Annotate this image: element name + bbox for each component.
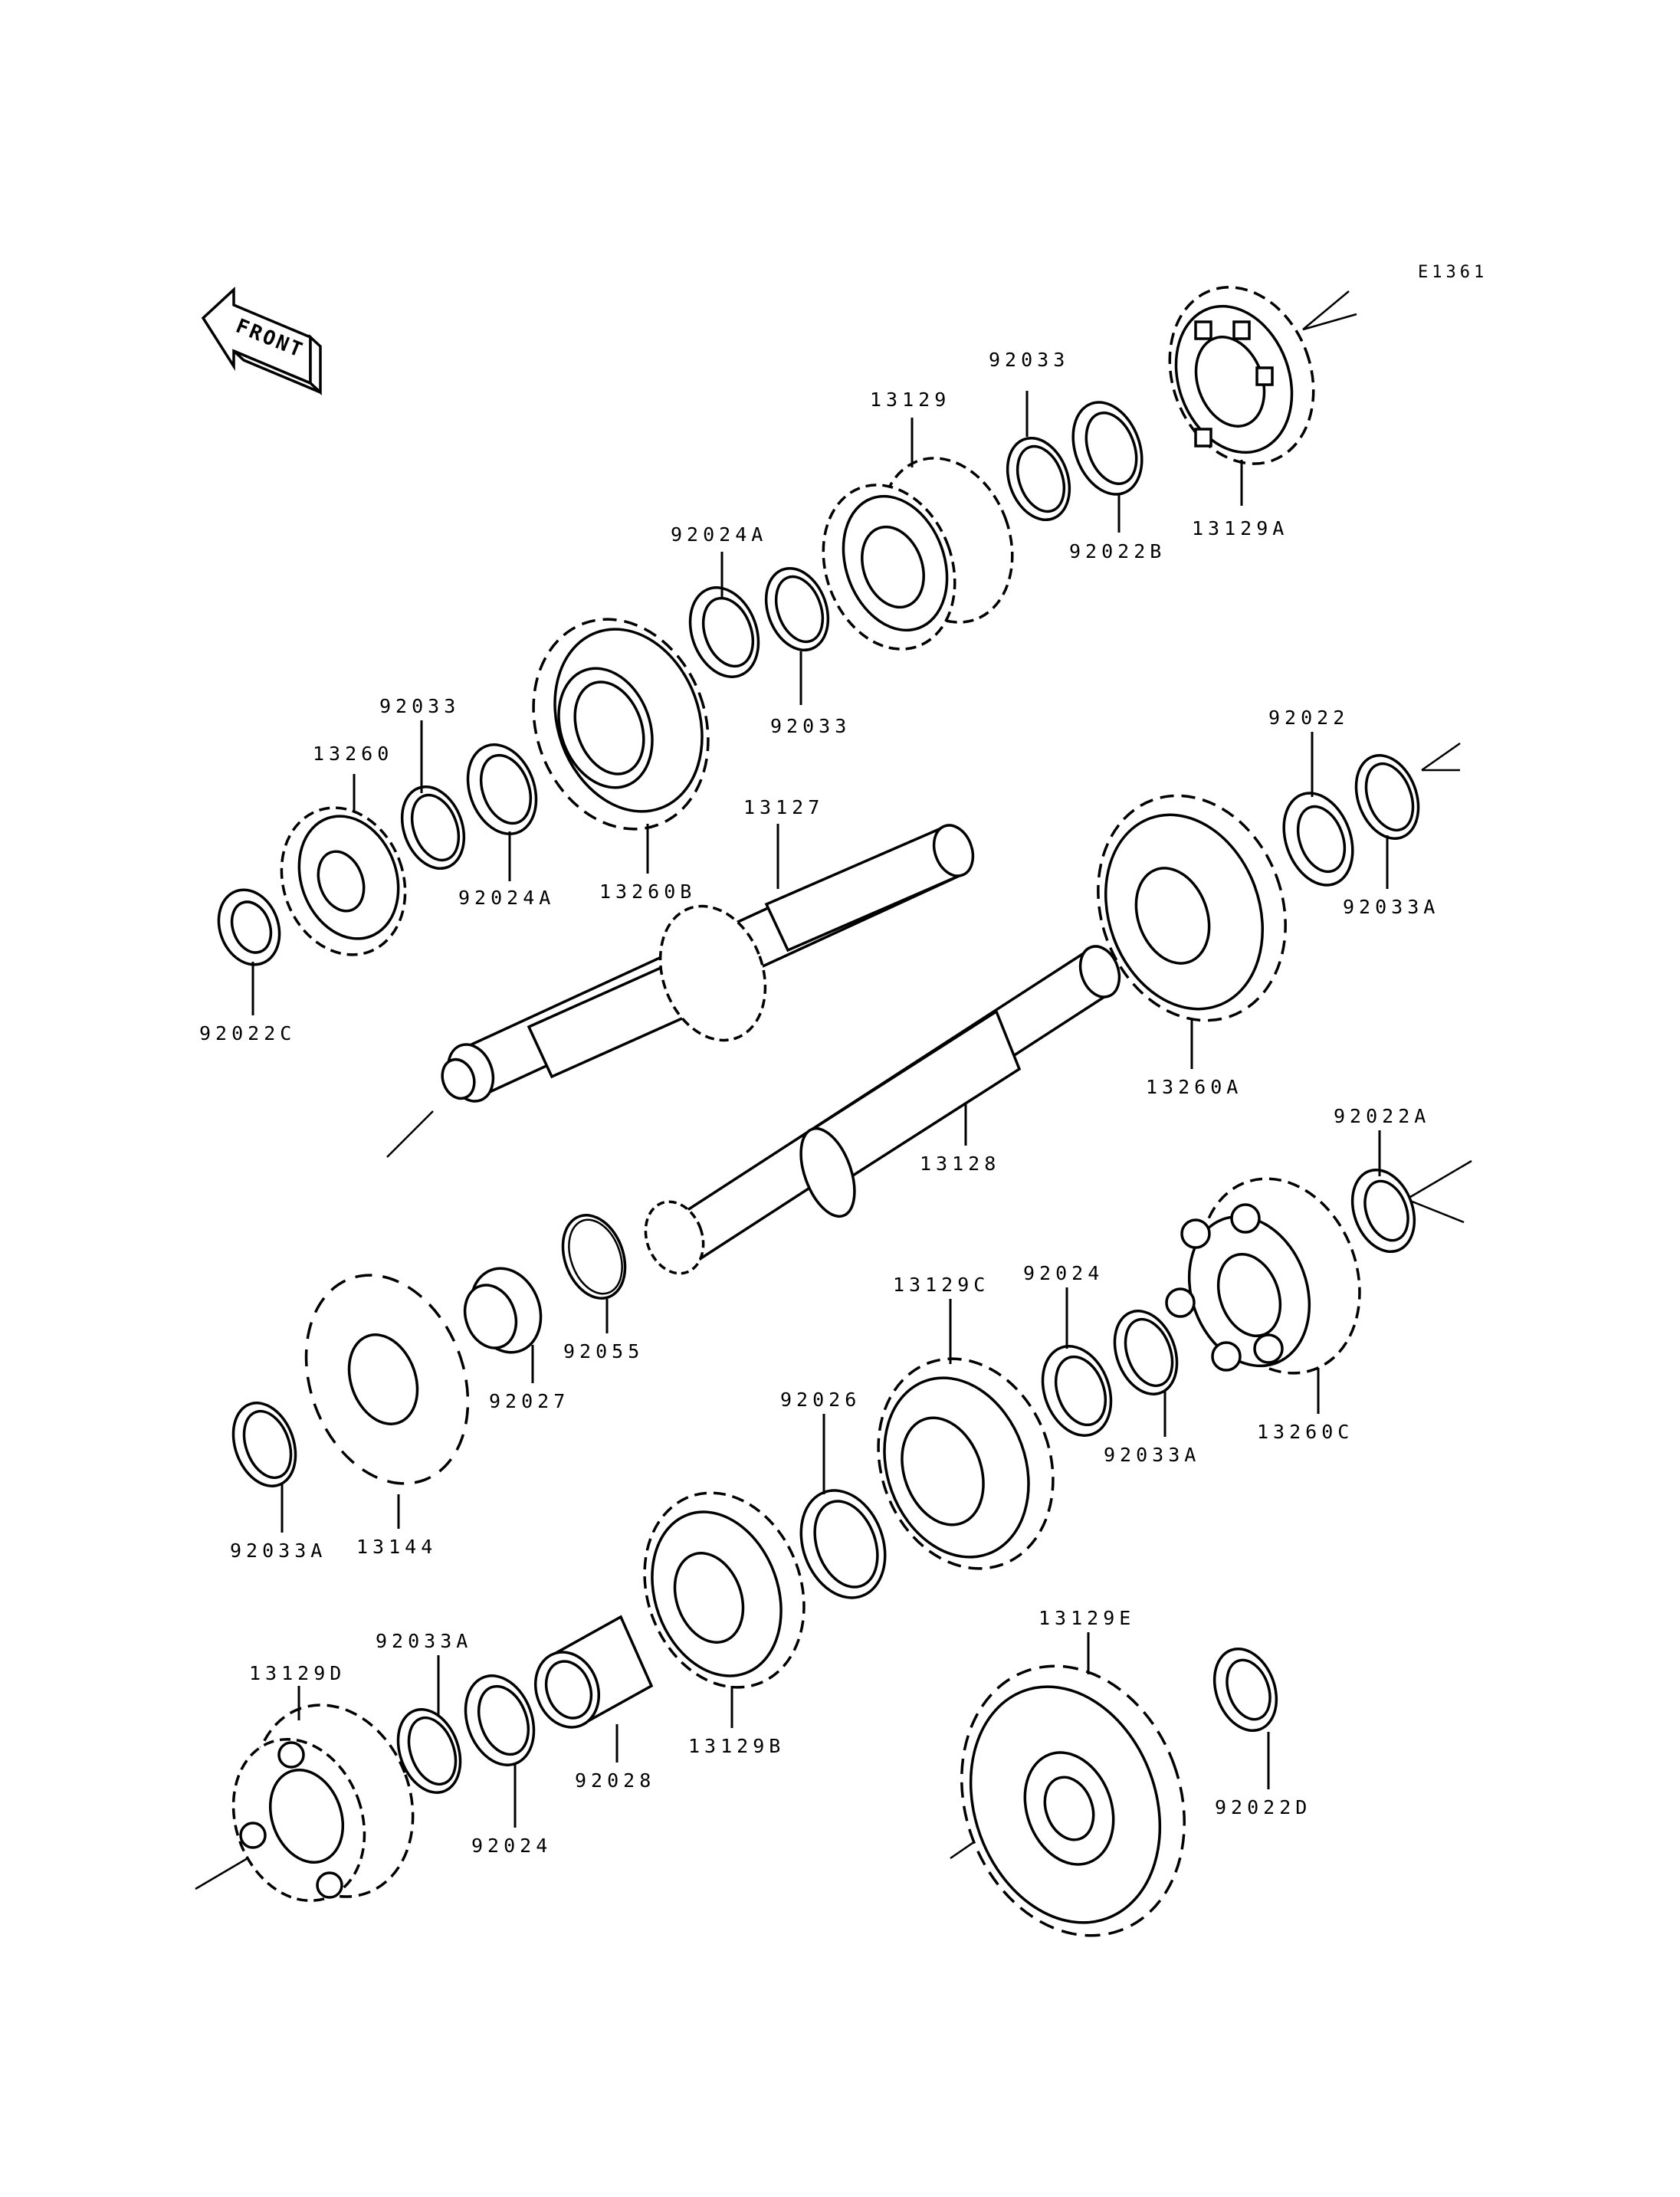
bushing-92028 bbox=[533, 1615, 654, 1729]
label-13129A: 13129A bbox=[1192, 517, 1288, 539]
washer-92024-low bbox=[464, 1674, 536, 1766]
label-13127: 13127 bbox=[743, 796, 824, 818]
washer-92024-mid bbox=[1041, 1345, 1113, 1437]
label-92033-top: 92033 bbox=[989, 349, 1069, 371]
gear-13129D bbox=[231, 1703, 415, 1903]
label-92022: 92022 bbox=[1268, 707, 1349, 729]
gear-13129C bbox=[877, 1357, 1055, 1570]
label-13129D: 13129D bbox=[249, 1662, 346, 1684]
circlip-92033-mid bbox=[764, 566, 830, 652]
label-92024A-left: 92024A bbox=[458, 887, 555, 909]
label-92026: 92026 bbox=[780, 1389, 861, 1411]
shaft-13127 bbox=[441, 824, 975, 1103]
label-13129: 13129 bbox=[870, 389, 950, 411]
label-92022B: 92022B bbox=[1069, 540, 1166, 562]
gear-13260 bbox=[280, 806, 407, 956]
label-92033A-low: 92033A bbox=[376, 1630, 472, 1652]
label-92033-mid: 92033 bbox=[770, 715, 851, 737]
label-13260C: 13260C bbox=[1257, 1421, 1354, 1443]
label-92027: 92027 bbox=[489, 1390, 569, 1412]
label-92033A-right: 92033A bbox=[1343, 896, 1439, 918]
collar-92027 bbox=[463, 1267, 543, 1354]
washer-92024A-left bbox=[466, 743, 538, 835]
gear-13129A bbox=[1168, 286, 1315, 465]
gear-13260B bbox=[532, 618, 710, 831]
label-92024A-top: 92024A bbox=[671, 523, 767, 546]
label-13260B: 13260B bbox=[599, 880, 696, 903]
washer-92022D bbox=[1212, 1647, 1278, 1733]
leader-lines bbox=[251, 391, 1389, 1828]
label-13260A: 13260A bbox=[1146, 1076, 1242, 1098]
washer-92022A bbox=[1350, 1168, 1416, 1254]
label-92022C: 92022C bbox=[199, 1022, 296, 1044]
label-13129B: 13129B bbox=[688, 1735, 785, 1757]
label-13144: 13144 bbox=[356, 1536, 437, 1558]
label-92033A-left: 92033A bbox=[230, 1540, 326, 1562]
gear-13129E bbox=[960, 1664, 1186, 1937]
oring-92055 bbox=[561, 1214, 627, 1300]
circlip-92033A-mid bbox=[1113, 1310, 1179, 1395]
gear-13260C bbox=[1165, 1177, 1361, 1375]
washer-92026 bbox=[799, 1489, 887, 1599]
diagram-code: E1361 bbox=[1418, 263, 1488, 282]
washer-92024A-top bbox=[688, 586, 760, 678]
gear-13260A bbox=[1097, 794, 1287, 1022]
label-92024-mid: 92024 bbox=[1023, 1262, 1104, 1284]
label-92024-low: 92024 bbox=[471, 1835, 552, 1857]
label-92028: 92028 bbox=[575, 1769, 655, 1792]
label-92055: 92055 bbox=[563, 1340, 644, 1362]
washer-92022B bbox=[1071, 401, 1144, 496]
label-92022A: 92022A bbox=[1334, 1105, 1430, 1127]
label-13129E: 13129E bbox=[1039, 1607, 1135, 1629]
label-13260: 13260 bbox=[313, 743, 393, 765]
circlip-92033A-low bbox=[396, 1708, 462, 1794]
front-arrow-icon: FRONT bbox=[201, 286, 322, 395]
circlip-92033-top bbox=[1006, 436, 1071, 522]
label-92033A-mid: 92033A bbox=[1104, 1444, 1200, 1466]
circlip-92033-left bbox=[400, 785, 466, 871]
label-13128: 13128 bbox=[920, 1153, 1000, 1175]
shaft-13128 bbox=[644, 945, 1121, 1275]
part-labels: 92033 13129 92022B 13129A 92024A 92033 9… bbox=[199, 349, 1439, 1857]
gear-13129B bbox=[643, 1491, 806, 1689]
washer-92022 bbox=[1282, 792, 1354, 887]
washer-92022C bbox=[217, 888, 281, 966]
gear-13129 bbox=[822, 457, 1014, 651]
label-92022D: 92022D bbox=[1215, 1796, 1311, 1818]
label-13129C: 13129C bbox=[893, 1274, 989, 1296]
label-92033-left: 92033 bbox=[379, 695, 460, 717]
circlip-92033A-left bbox=[231, 1402, 297, 1487]
circlip-92033A-right bbox=[1354, 754, 1420, 840]
axis-lines bbox=[195, 290, 1472, 1890]
sprocket-13144 bbox=[304, 1274, 470, 1485]
